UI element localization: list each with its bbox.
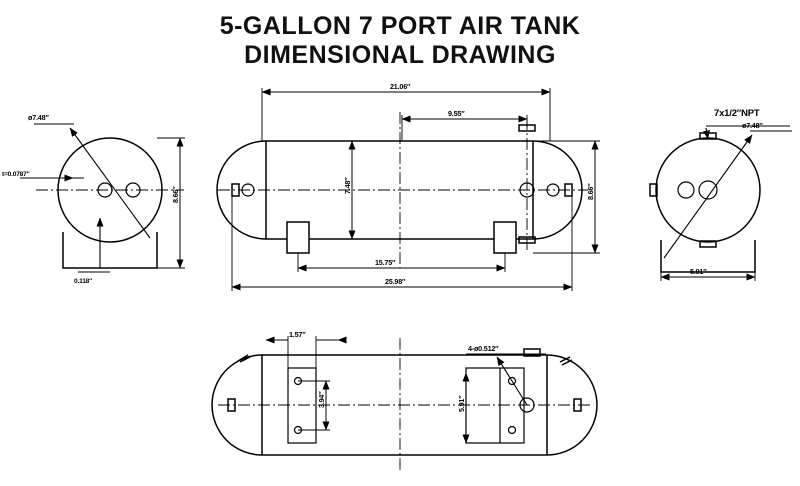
right-view-diameter-leader [663, 134, 753, 259]
left-end-view: ø7.48″ t=0.0787″ 0.118″ 8.66″ [2, 113, 185, 285]
top-view-right-boss-2 [561, 359, 573, 366]
front-view-diameter-label: 7.48″ [343, 177, 352, 194]
front-view-bracket-spacing-label: 15.75″ [375, 258, 396, 267]
front-view-overall-length-label: 25.98″ [385, 277, 406, 286]
top-view-right-bracket-hole-bottom [507, 425, 517, 435]
top-plan-view: 1.57″ 3.94″ 5.91″ 4-ø0.512″ [211, 330, 598, 472]
top-view-right-boss [559, 356, 571, 363]
right-view-base-width-label: 5.91″ [690, 267, 707, 276]
top-view-left-boss-2 [237, 354, 249, 362]
top-view-left-boss [239, 356, 251, 363]
drawing-title: 5-GALLON 7 PORT AIR TANK DIMENSIONAL DRA… [0, 12, 800, 70]
top-view-top-port-boss [523, 348, 541, 357]
front-view-body-length-label: 21.06″ [390, 82, 411, 91]
top-view-hole-callout-label: 4-ø0.512″ [468, 344, 499, 353]
right-view-side-port [649, 183, 658, 197]
left-view-thickness-label: t=0.0787″ [2, 171, 31, 178]
right-end-view: 7x1/2″NPT ø7.48″ 5.91″ [649, 108, 792, 281]
top-view-left-end-port [227, 398, 236, 412]
top-view-left-bracket-plate [287, 367, 317, 444]
top-view-hole-spacing-short-label: 3.94″ [317, 391, 326, 408]
top-view-right-end-port [573, 398, 582, 412]
top-view-hole-callout-leader-a [511, 380, 528, 406]
right-view-left-port-circle [677, 181, 695, 199]
left-view-diameter-label: ø7.48″ [28, 113, 49, 122]
front-view-port-offset-label: 9.55″ [448, 109, 465, 118]
right-view-diameter-label: ø7.48″ [742, 121, 763, 130]
top-view-hole-spacing-long-label: 5.91″ [457, 395, 466, 412]
top-view-right-bracket-hole-top [507, 376, 517, 386]
left-view-height-label: 8.66″ [171, 186, 180, 203]
title-line-1: 5-GALLON 7 PORT AIR TANK [219, 12, 581, 40]
front-elevation-view: 21.06″ 9.55″ 7.48″ 15.75″ 25.98″ 8.66″ [216, 82, 600, 291]
title-line-2: DIMENSIONAL DRAWING [244, 41, 556, 69]
right-view-tank-circle [655, 137, 761, 243]
right-view-center-port-circle [698, 180, 718, 200]
top-view-bracket-width-label: 1.57″ [289, 330, 306, 339]
top-view-right-center-port [519, 397, 535, 413]
left-view-diameter-leader [69, 127, 151, 239]
right-view-npt-leader [703, 127, 710, 140]
top-view-hole-callout-leader-b [496, 356, 513, 382]
front-view-left-foot [286, 221, 310, 254]
left-view-bracket-label: 0.118″ [74, 278, 93, 285]
left-view-bracket [62, 232, 158, 269]
right-view-bracket [660, 240, 756, 273]
front-view-right-foot [493, 221, 517, 254]
front-view-height-label: 8.66″ [586, 183, 595, 200]
right-view-npt-label: 7x1/2″NPT [714, 108, 760, 119]
right-view-bottom-port [699, 240, 717, 248]
